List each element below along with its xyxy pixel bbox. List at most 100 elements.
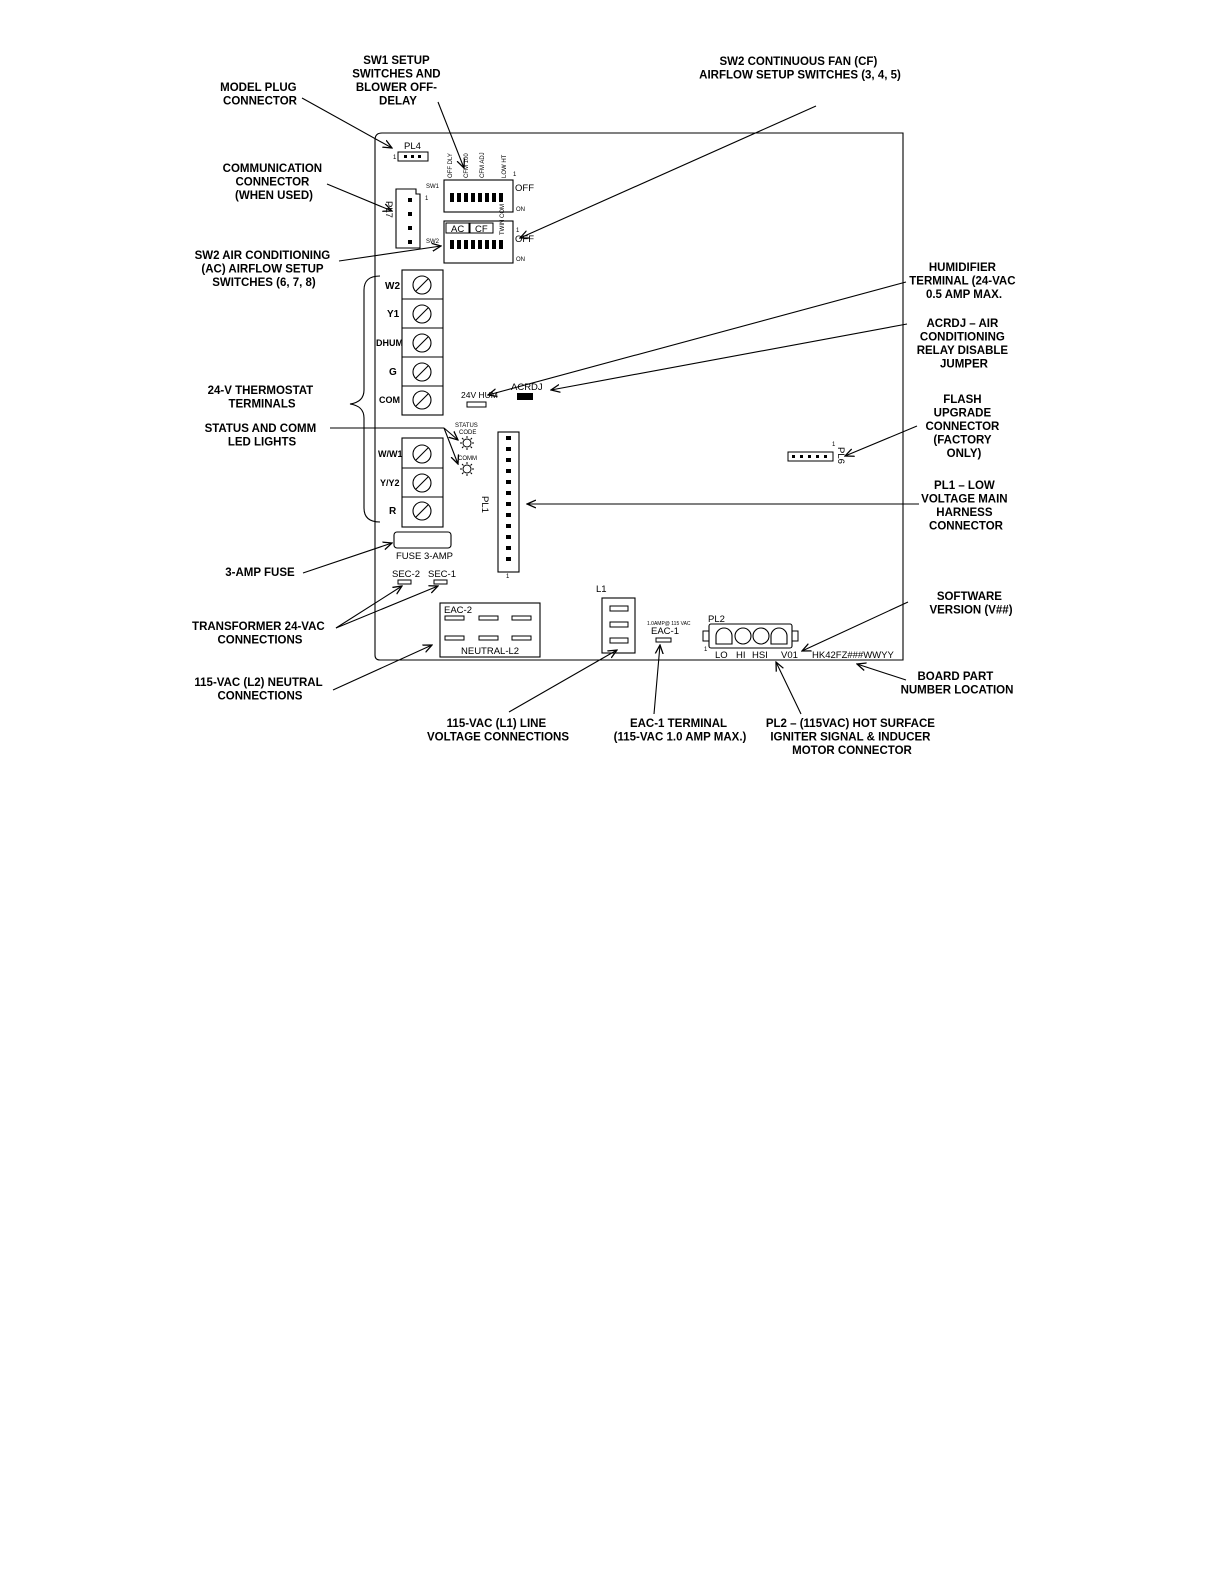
thermostat-terminal-strip-upper: W2 Y1 DHUM G COM xyxy=(376,269,444,416)
sw2-label: SW2 xyxy=(426,239,440,245)
board-outline xyxy=(374,132,904,661)
sec1-label: SEC-1 xyxy=(428,569,456,580)
callout-pl1: PL1 – LOW VOLTAGE MAIN HARNESS CONNECTOR xyxy=(921,480,1011,533)
eac1-terminal: 1.0AMP@ 115 VAC EAC-1 xyxy=(647,621,691,643)
sw2-off: OFF xyxy=(515,234,534,245)
neutral-l2-block: EAC-2 NEUTRAL-L2 xyxy=(439,602,541,658)
terminal-label-yy2: Y/Y2 xyxy=(380,478,400,488)
sw1-header-4: LOW HT xyxy=(502,154,508,178)
sw1-off: OFF xyxy=(515,183,534,194)
pl6-pin1: 1 xyxy=(832,442,836,448)
pl1-pin1: 1 xyxy=(506,574,510,580)
terminal-screw-r xyxy=(412,501,432,521)
terminal-label-w2: W2 xyxy=(385,281,400,292)
sw1-header-3: CFM ADJ xyxy=(480,152,486,178)
terminal-label-com: COM xyxy=(379,395,400,405)
hum-label: 24V HUM xyxy=(461,390,498,400)
terminal-label-ww1: W/W1 xyxy=(378,449,403,459)
sw1-on: ON xyxy=(516,207,525,213)
acrdj-label: ACRDJ xyxy=(511,382,543,393)
pl2-pin-lo: LO xyxy=(715,650,728,661)
pl7-pin1: 1 xyxy=(425,196,429,202)
comm-label: COMM xyxy=(458,456,477,462)
callout-status-leds: STATUS AND COMM LED LIGHTS xyxy=(205,423,320,449)
pl7-comm-connector: PL7 1 xyxy=(383,188,429,249)
callout-communication: COMMUNICATION CONNECTOR (WHEN USED) xyxy=(223,163,326,202)
pl6-label: PL6 xyxy=(835,447,846,464)
callout-humidifier: HUMIDIFIER TERMINAL (24-VAC 0.5 AMP MAX. xyxy=(909,262,1018,301)
terminal-screw-w2 xyxy=(412,275,432,295)
pl4-model-plug: PL4 1 xyxy=(393,141,429,162)
terminal-screw-dhum xyxy=(412,333,432,353)
status-code-label-1: STATUS xyxy=(455,423,478,429)
comm-led-icon xyxy=(460,462,474,476)
sw2-one: 1 xyxy=(516,228,520,234)
status-comm-leds: STATUS CODE COMM xyxy=(455,423,478,476)
terminal-screw-com xyxy=(412,390,432,410)
l1-line-block: L1 xyxy=(596,584,636,654)
callout-acrdj: ACRDJ – AIR CONDITIONING RELAY DISABLE J… xyxy=(917,318,1012,371)
pl6-flash-connector: PL6 1 xyxy=(787,442,846,464)
fuse-label: FUSE 3-AMP xyxy=(396,551,453,562)
callout-line-voltage: 115-VAC (L1) LINE VOLTAGE CONNECTIONS xyxy=(427,718,569,744)
sw1-one: 1 xyxy=(513,172,517,178)
eac2-label: EAC-2 xyxy=(444,605,472,616)
pl2-label: PL2 xyxy=(708,614,725,625)
status-code-label-2: CODE xyxy=(459,430,476,436)
terminal-screw-yy2 xyxy=(412,473,432,493)
callout-flash: FLASH UPGRADE CONNECTOR (FACTORY ONLY) xyxy=(925,394,1002,460)
callout-sw2-cf: SW2 CONTINUOUS FAN (CF) AIRFLOW SETUP SW… xyxy=(699,56,901,82)
pl1-label: PL1 xyxy=(479,496,490,513)
sw1-header-1: OFF DLY xyxy=(448,153,454,178)
eac-rating-label: 1.0AMP@ 115 VAC xyxy=(647,621,691,627)
terminal-label-g: G xyxy=(389,367,397,378)
pl2-connector: PL2 1 LO HI HSI V01 HK42FZ###WWYY xyxy=(702,614,894,661)
terminal-screw-g xyxy=(412,362,432,382)
svg-text:1: 1 xyxy=(393,155,397,161)
terminal-label-y1: Y1 xyxy=(387,309,400,320)
neutral-l2-label: NEUTRAL-L2 xyxy=(461,646,519,657)
sw2-ac-label: AC xyxy=(451,224,464,235)
sw1-header-2: CFM 100 xyxy=(464,153,470,178)
callout-fuse: 3-AMP FUSE xyxy=(225,567,295,579)
terminal-screw-y1 xyxy=(412,304,432,324)
fuse-3-amp: FUSE 3-AMP xyxy=(393,531,453,562)
callout-sw1-setup: SW1 SETUP SWITCHES AND BLOWER OFF- DELAY xyxy=(352,55,444,108)
callout-thermostat: 24-V THERMOSTAT TERMINALS xyxy=(208,385,317,411)
pl2-pin-hi: HI xyxy=(736,650,746,661)
callout-labels: MODEL PLUG CONNECTOR SW1 SETUP SWITCHES … xyxy=(192,55,1018,757)
thermostat-bracket xyxy=(349,275,381,523)
sec2-label: SEC-2 xyxy=(392,569,420,580)
leader-arrows xyxy=(301,97,919,715)
callout-pl2: PL2 – (115VAC) HOT SURFACE IGNITER SIGNA… xyxy=(766,718,938,757)
acrdj-jumper: ACRDJ xyxy=(511,382,543,400)
terminal-label-dhum: DHUM xyxy=(376,338,403,348)
circuit-board xyxy=(374,132,904,661)
pl1-harness-connector: PL1 1 xyxy=(479,431,520,580)
thermostat-terminal-strip-lower: W/W1 Y/Y2 R xyxy=(378,437,444,528)
transformer-sec-terminals: SEC-2 SEC-1 xyxy=(392,569,456,585)
pl2-pin1: 1 xyxy=(704,647,708,653)
board-part-number: HK42FZ###WWYY xyxy=(812,650,894,661)
callout-sw2-ac: SW2 AIR CONDITIONING (AC) AIRFLOW SETUP … xyxy=(195,250,334,289)
humidifier-terminal: 24V HUM xyxy=(461,390,498,408)
pl4-label: PL4 xyxy=(404,141,421,152)
callout-eac1: EAC-1 TERMINAL (115-VAC 1.0 AMP MAX.) xyxy=(614,718,747,744)
sw2-on: ON xyxy=(516,257,525,263)
callout-board-part: BOARD PART NUMBER LOCATION xyxy=(901,671,1014,697)
sw2-cf-label: CF xyxy=(475,224,488,235)
terminal-label-r: R xyxy=(389,506,397,517)
status-led-icon xyxy=(460,436,474,450)
callout-neutral: 115-VAC (L2) NEUTRAL CONNECTIONS xyxy=(194,677,325,703)
callout-transformer: TRANSFORMER 24-VAC CONNECTIONS xyxy=(192,621,328,647)
sw1-label: SW1 xyxy=(426,184,440,190)
callout-model-plug: MODEL PLUG CONNECTOR xyxy=(220,82,300,108)
pl2-pin-hsi: HSI xyxy=(752,650,768,661)
sw2-switch-block: SW2 AC CF TWIN COM 1 OFF ON xyxy=(426,204,534,264)
l1-label: L1 xyxy=(596,584,607,595)
software-version-label: V01 xyxy=(781,650,798,661)
terminal-screw-ww1 xyxy=(412,444,432,464)
sw1-switch-block: SW1 OFF DLY CFM 100 CFM ADJ LOW HT 1 OFF… xyxy=(426,152,534,213)
sw2-header: TWIN COM xyxy=(500,204,506,235)
